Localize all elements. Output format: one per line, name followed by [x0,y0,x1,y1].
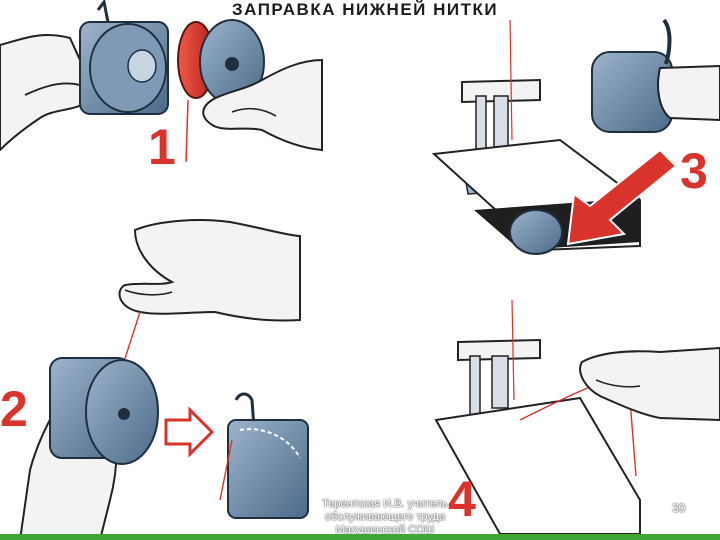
bobbin-case-hand-drawing [591,18,720,133]
step-number-4: 4 [448,471,476,527]
right-hand-drawing [202,58,323,152]
slide-number: 30 [672,501,686,515]
panel-2-illustration [18,219,309,540]
bobbin-insert-drawing [49,357,159,465]
poster-title: ЗАПРАВКА НИЖНЕЙ НИТКИ [232,0,499,19]
panel-4-illustration [434,299,720,535]
bottom-bar [0,534,720,540]
author-line-3: Макушинской СОШ [335,524,435,536]
arrow-down-left-icon [566,148,678,246]
step-number-3: 3 [680,143,708,199]
pulling-hand-drawing [579,346,720,422]
author-line-1: Терентская И.В. учитель [322,498,448,510]
author-line-2: обслуживающего труда [324,511,446,523]
author-caption: Терентская И.В. учитель обслуживающего т… [300,498,470,537]
step-number-1: 1 [148,119,176,175]
panel-3-illustration [431,18,720,255]
arrow-right-icon [164,406,215,458]
upper-hand-drawing [118,219,301,322]
red-spool-drawing [177,19,265,105]
panel-1-illustration [0,0,323,163]
bobbin-case-drawing [79,0,169,115]
step-number-2: 2 [0,381,28,437]
bobbin-case-closeup-drawing [219,392,309,519]
